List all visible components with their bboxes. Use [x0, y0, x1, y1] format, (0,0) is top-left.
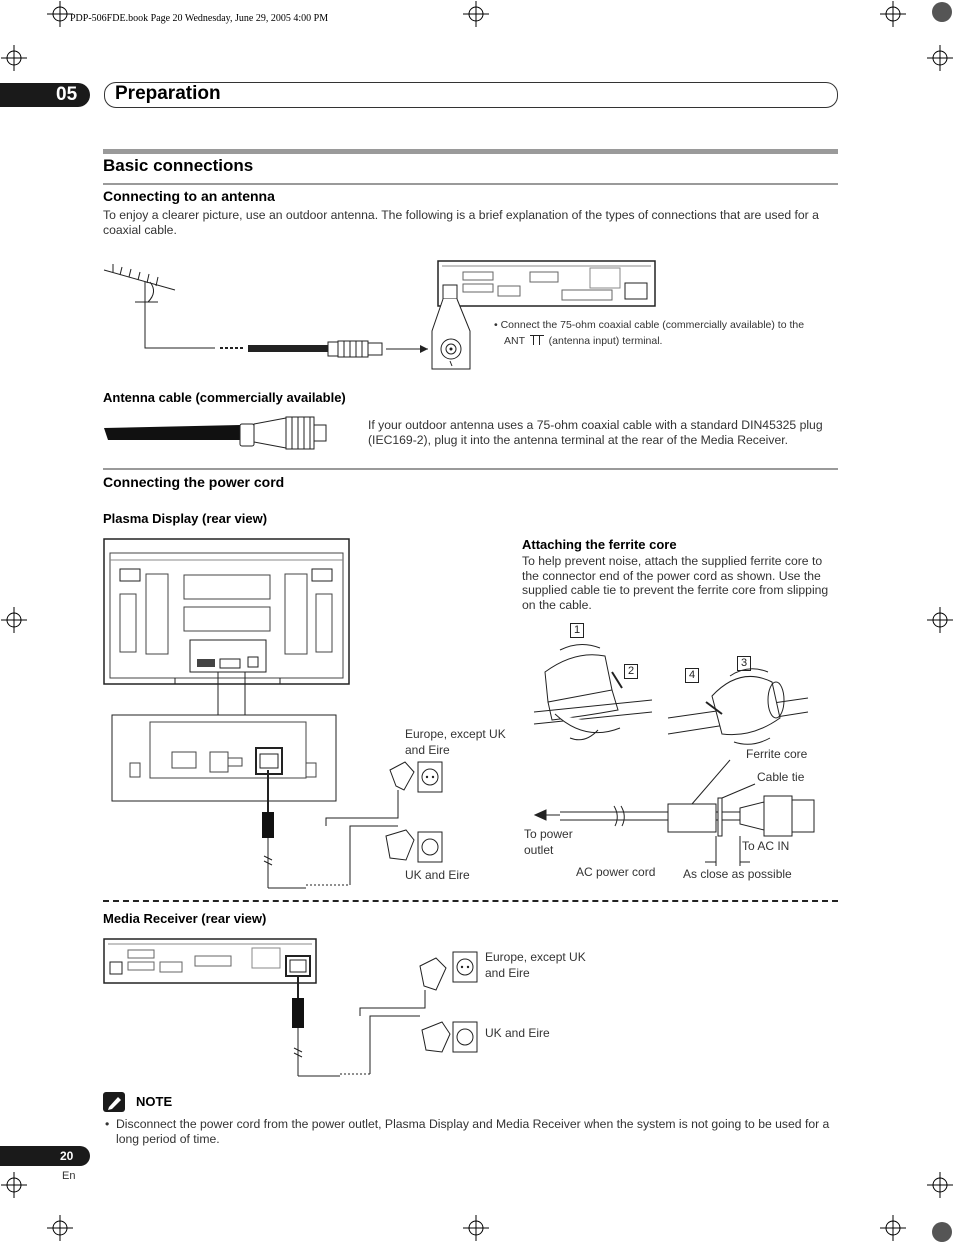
- receiver-europe-line2: and Eire: [485, 966, 530, 980]
- plasma-europe-line1: Europe, except UK: [405, 727, 506, 741]
- antenna-bullet-line1: Connect the 75-ohm coaxial cable (commer…: [500, 319, 805, 331]
- cable-tie-label: Cable tie: [757, 770, 805, 784]
- page-tab: [0, 1146, 90, 1166]
- receiver-europe-line1: Europe, except UK: [485, 950, 586, 964]
- page-number: 20: [60, 1149, 74, 1163]
- antenna-bullet-ant: ANT: [504, 335, 525, 347]
- step-1: 1: [570, 623, 584, 638]
- file-info: PDP-506FDE.book Page 20 Wednesday, June …: [70, 13, 329, 24]
- antenna-heading: Connecting to an antenna: [103, 188, 275, 204]
- section-title: Basic connections: [103, 156, 254, 175]
- receiver-europe-label: Europe, except UK and Eire: [485, 949, 586, 981]
- antenna-terminal-icon: [529, 335, 544, 346]
- section-rule: [103, 183, 838, 185]
- to-power-line1: To power: [524, 827, 573, 841]
- plasma-uk-label: UK and Eire: [405, 868, 470, 882]
- note-item: • Disconnect the power cord from the pow…: [105, 1117, 840, 1147]
- cable-text: If your outdoor antenna uses a 75-ohm co…: [368, 418, 823, 447]
- language-code: En: [62, 1170, 76, 1182]
- antenna-bullet: • Connect the 75-ohm coaxial cable (comm…: [494, 319, 805, 347]
- antenna-bullet-line2: (antenna input) terminal.: [548, 335, 663, 347]
- to-power-line2: outlet: [524, 843, 554, 857]
- section-top-bar: [103, 149, 838, 154]
- chapter-title: Preparation: [115, 83, 221, 104]
- as-close-label: As close as possible: [683, 867, 792, 881]
- chapter-number: 05: [56, 84, 78, 105]
- to-ac-in-label: To AC IN: [742, 839, 790, 853]
- chapter-tab: [0, 83, 90, 107]
- receiver-heading: Media Receiver (rear view): [103, 911, 267, 926]
- ferrite-core-label: Ferrite core: [746, 747, 808, 761]
- ferrite-text: To help prevent noise, attach the suppli…: [522, 554, 829, 612]
- cable-heading: Antenna cable (commercially available): [103, 390, 346, 405]
- note-text: Disconnect the power cord from the power…: [116, 1117, 830, 1146]
- step-4: 4: [685, 668, 699, 683]
- plasma-europe-label: Europe, except UK and Eire: [405, 726, 506, 758]
- step-2: 2: [624, 664, 638, 679]
- note-label: NOTE: [136, 1094, 173, 1109]
- chapter-title-frame: [104, 82, 838, 108]
- dashed-separator: [103, 900, 838, 902]
- receiver-uk-label: UK and Eire: [485, 1026, 550, 1040]
- note-icon: [103, 1092, 125, 1112]
- plasma-europe-line2: and Eire: [405, 743, 450, 757]
- power-heading: Connecting the power cord: [103, 474, 285, 490]
- plasma-heading: Plasma Display (rear view): [103, 511, 268, 526]
- antenna-intro: To enjoy a clearer picture, use an outdo…: [103, 208, 819, 237]
- power-rule: [103, 468, 838, 470]
- ac-power-cord-label: AC power cord: [576, 865, 656, 879]
- to-power-label: To power outlet: [524, 826, 573, 858]
- step-3: 3: [737, 656, 751, 671]
- ferrite-heading: Attaching the ferrite core: [522, 537, 677, 552]
